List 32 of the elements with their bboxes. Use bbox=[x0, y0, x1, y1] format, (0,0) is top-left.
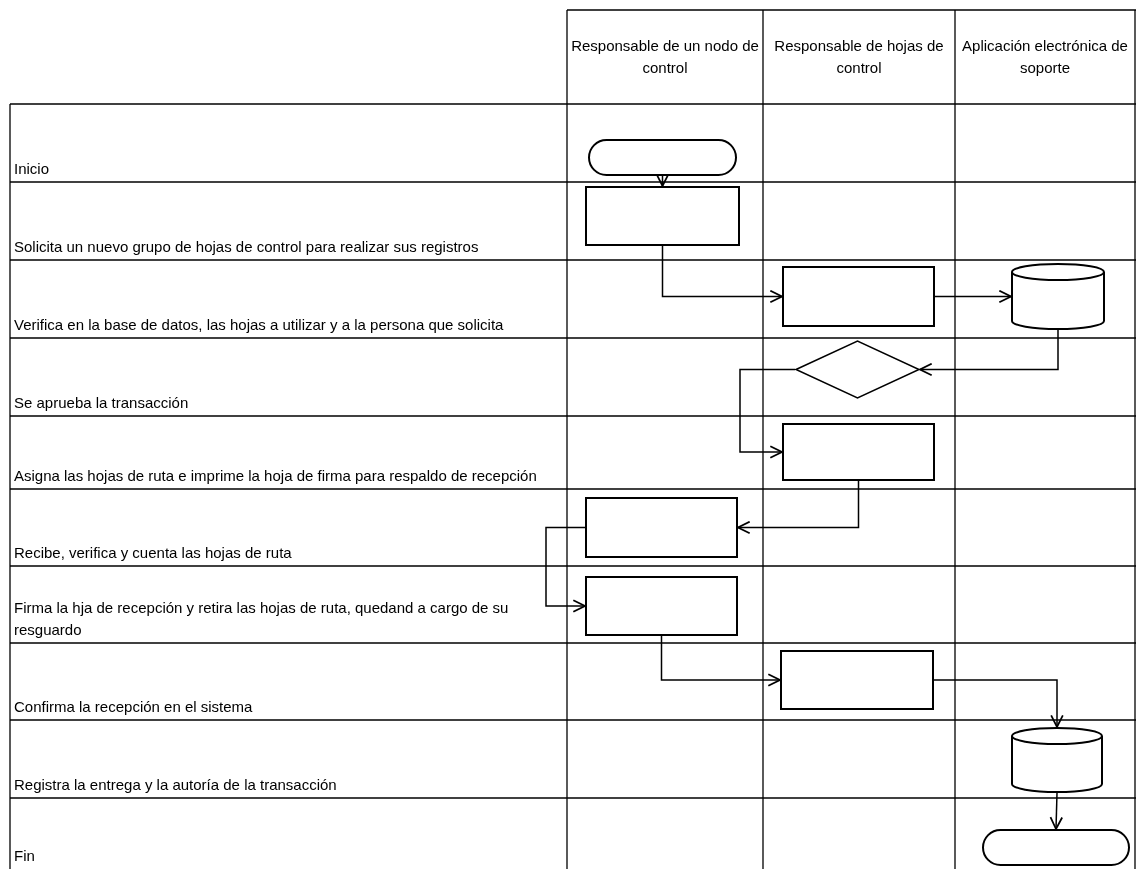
step-description: Registra la entrega y la autoría de la transacción bbox=[14, 775, 337, 795]
arrow bbox=[655, 173, 670, 187]
process-box bbox=[782, 266, 935, 327]
arrow bbox=[737, 480, 860, 535]
step-description: Verifica en la base de datos, las hojas a utilizar y a la persona que solicita bbox=[14, 315, 504, 335]
process-box bbox=[780, 650, 934, 710]
step-description: Fin bbox=[14, 846, 35, 866]
step-description: Asigna las hojas de ruta e imprime la hoja de firma para respaldo de recepción bbox=[14, 466, 537, 486]
arrow bbox=[934, 289, 1012, 304]
lane-header: Responsable de un nodo de control bbox=[570, 36, 760, 78]
lane-header: Responsable de hojas de control bbox=[773, 36, 945, 78]
arrow bbox=[739, 368, 796, 459]
step-description: Se aprueba la transacción bbox=[14, 393, 189, 413]
process-box bbox=[585, 576, 738, 636]
database-cylinder bbox=[1011, 263, 1105, 330]
arrow bbox=[919, 329, 1059, 377]
lane-header: Aplicación electrónica de soporte bbox=[961, 36, 1129, 78]
database-cylinder bbox=[1011, 727, 1103, 793]
step-description: Solicita un nuevo grupo de hojas de control para realizar sus registros bbox=[14, 237, 479, 257]
process-box bbox=[585, 497, 738, 558]
step-description: Confirma la recepción en el sistema bbox=[14, 697, 253, 717]
step-description: Recibe, verifica y cuenta las hojas de ruta bbox=[14, 543, 292, 563]
arrow bbox=[660, 635, 781, 687]
arrow bbox=[1049, 792, 1064, 830]
arrow bbox=[933, 679, 1064, 728]
step-description: Firma la hja de recepción y retira las hojas de ruta, quedand a cargo de su resguardo bbox=[14, 598, 510, 640]
step-description: Inicio bbox=[14, 159, 50, 179]
process-box bbox=[782, 423, 935, 481]
arrow bbox=[661, 245, 783, 304]
decision-diamond bbox=[795, 340, 920, 399]
process-box bbox=[585, 186, 740, 246]
arrow bbox=[545, 526, 586, 613]
